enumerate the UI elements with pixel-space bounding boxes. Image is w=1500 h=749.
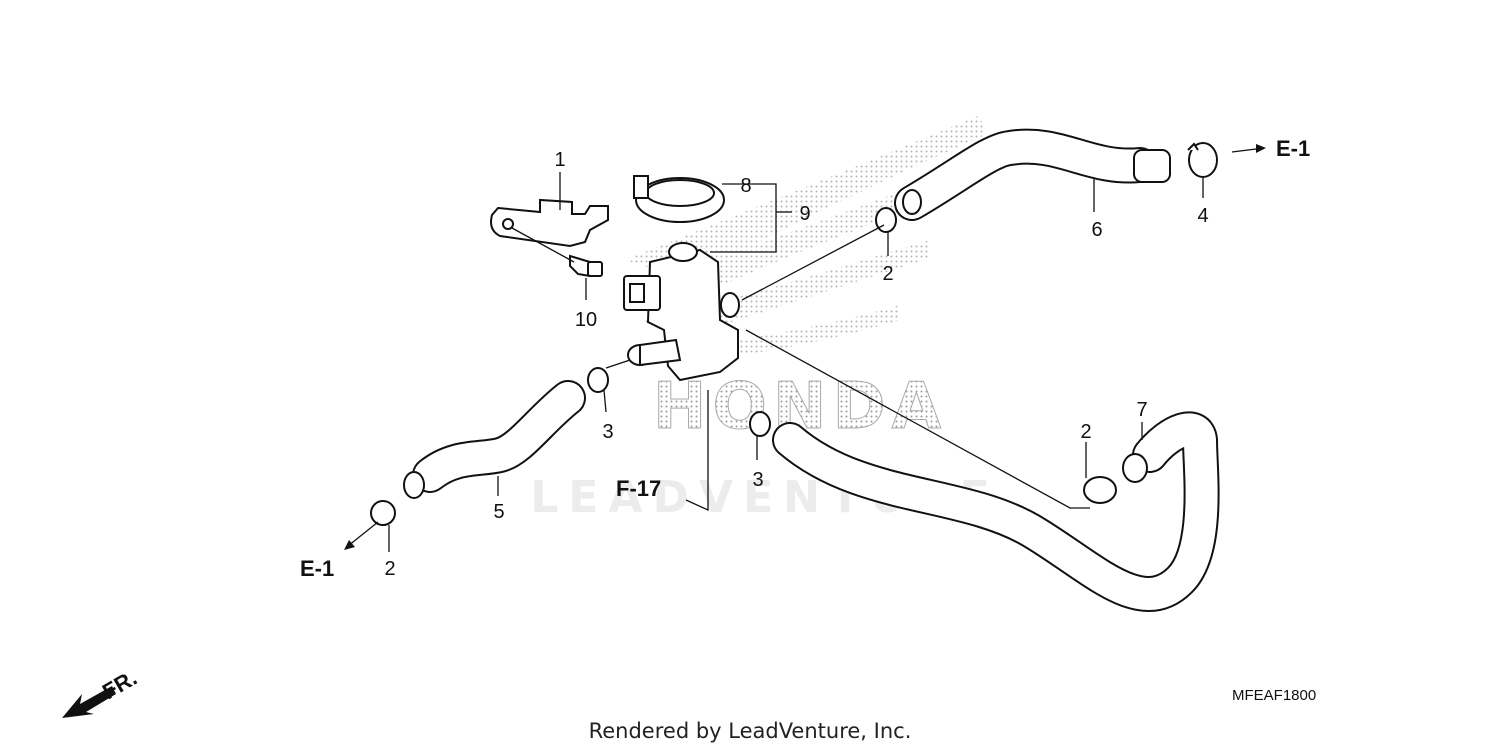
reference-arrows [344,144,1266,550]
leader-lines [388,172,1204,552]
callout-9: 9 [799,203,810,225]
callout-4: 4 [1197,205,1208,227]
callout-7: 7 [1136,399,1147,421]
callout-8: 8 [740,175,751,197]
left-hose-part [403,380,586,499]
callout-3-left: 3 [602,421,613,443]
bolt-part [511,227,603,278]
rubber-mount-part [633,175,725,223]
reference-e1-right: E-1 [1276,136,1310,161]
bracket-part [490,198,609,248]
front-direction-arrow-icon [62,686,116,718]
callout-2-lower-left: 2 [384,558,395,580]
callout-2-upper: 2 [882,263,893,285]
callout-2-lower-right: 2 [1080,421,1091,443]
callout-3-center: 3 [752,469,763,491]
callout-10: 10 [575,309,597,331]
diagram-code: MFEAF1800 [1232,687,1316,704]
lower-hose-part [772,411,1220,612]
clip-part [1187,142,1218,178]
callout-5: 5 [493,501,504,523]
upper-hose-part [894,128,1171,221]
reference-e1-left: E-1 [300,556,334,581]
footer-credit: Rendered by LeadVenture, Inc. [589,719,912,743]
callout-1: 1 [554,149,565,171]
reference-f17: F-17 [616,476,661,501]
air-injection-valve-part [623,242,740,382]
callout-6: 6 [1091,219,1102,241]
hose-clamp-parts [370,207,1117,526]
